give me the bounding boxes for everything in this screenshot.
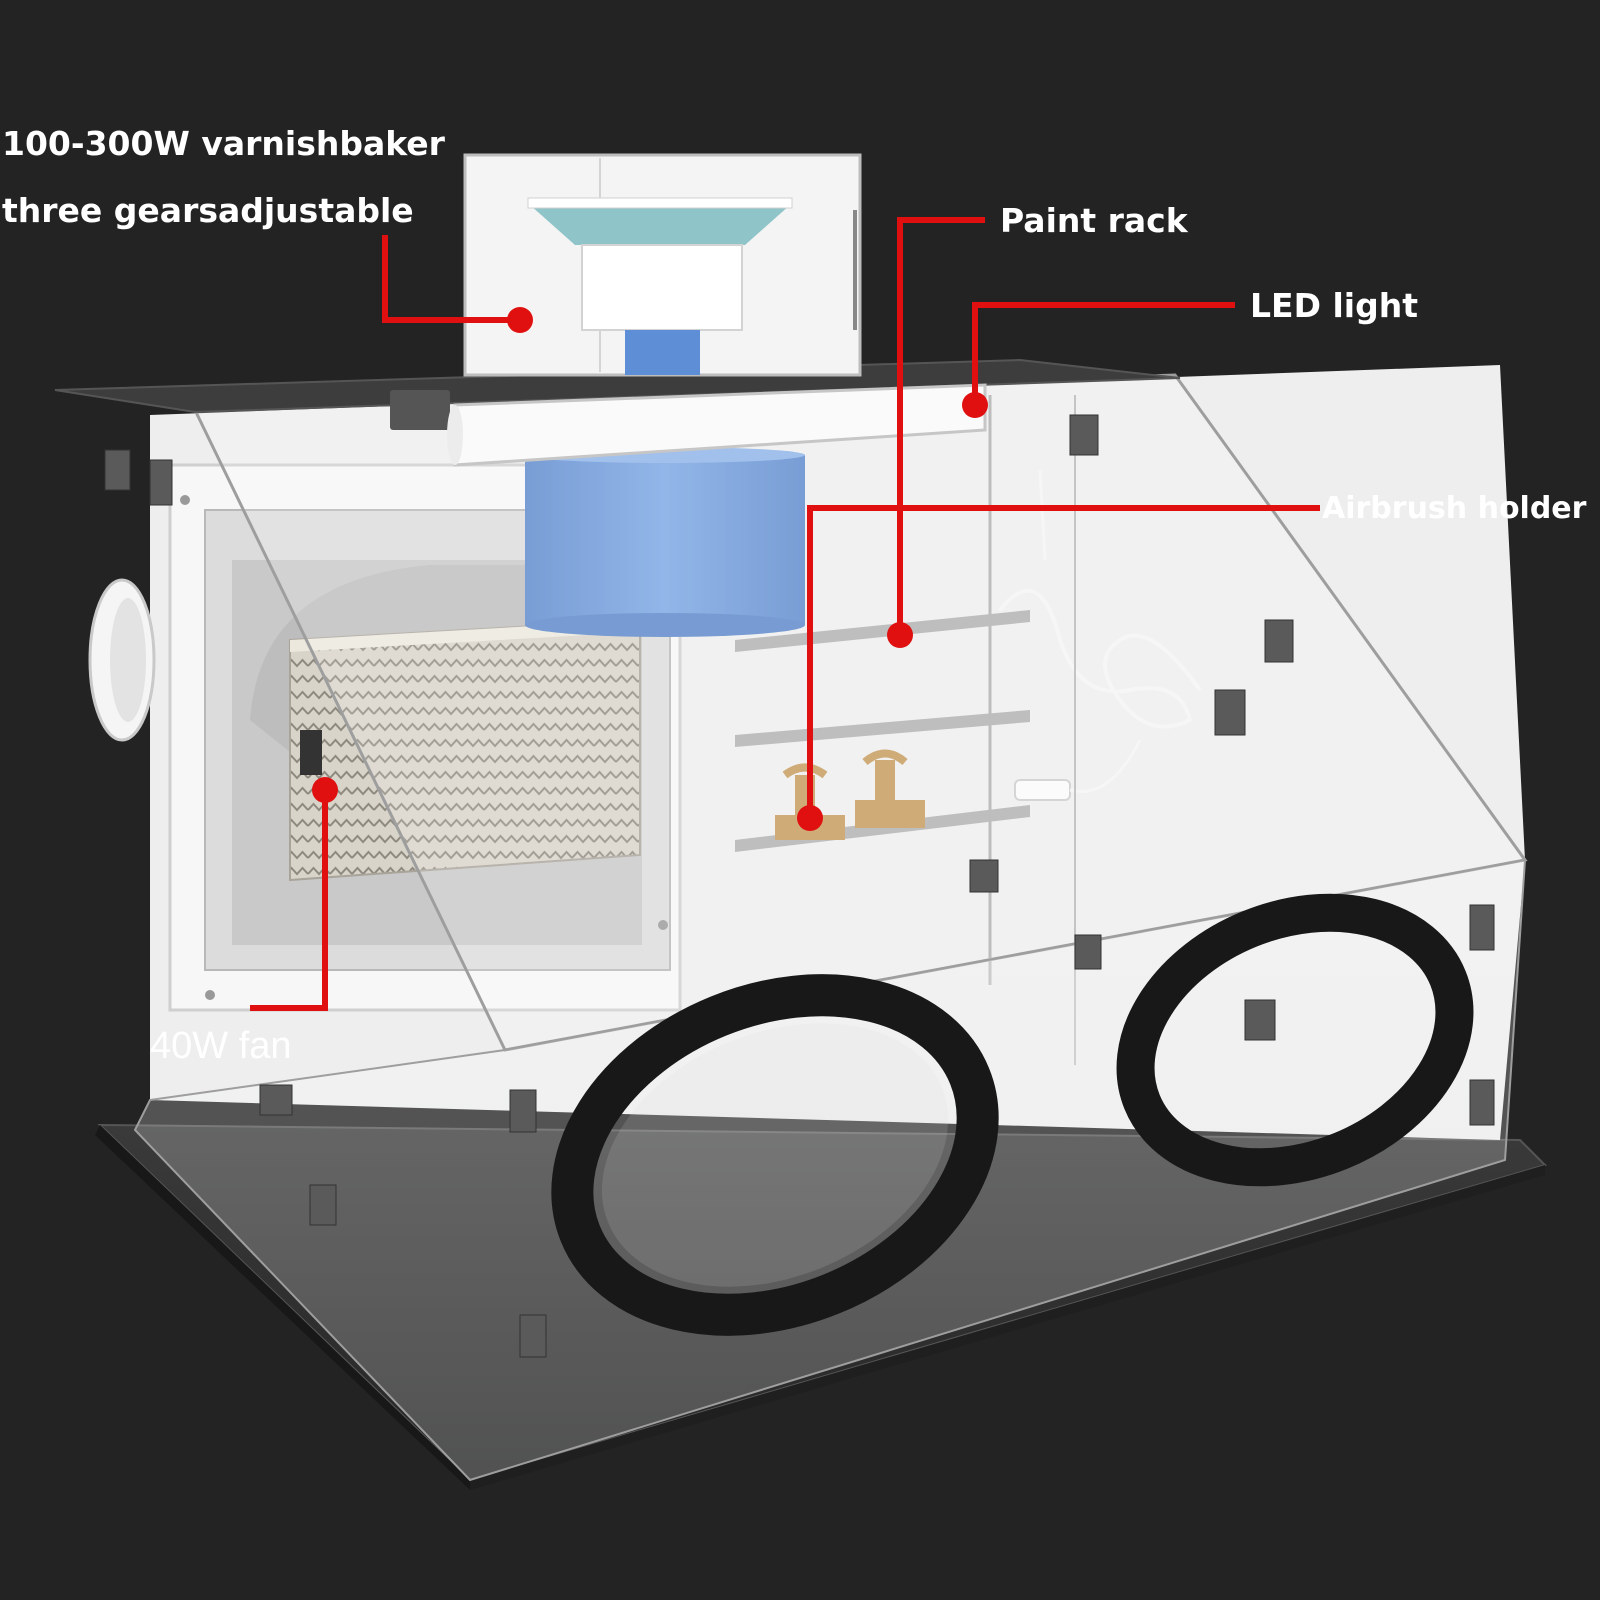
- leader-airbrush-holder: [807, 505, 1320, 815]
- dot-airbrush-holder: [797, 805, 823, 831]
- leader-dots: [312, 307, 988, 831]
- dot-varnish-baker: [507, 307, 533, 333]
- label-airbrush-holder: Airbrush holder: [1322, 491, 1587, 526]
- power-cables: [998, 469, 1202, 801]
- leader-lines: [250, 217, 1320, 1011]
- label-varnish-baker-1: 100-300W varnishbaker: [2, 124, 446, 163]
- leader-fan: [250, 790, 328, 1011]
- varnish-baker: [463, 153, 862, 377]
- exhaust-duct: [525, 447, 805, 637]
- label-paint-rack: Paint rack: [1000, 201, 1189, 240]
- label-fan: 40W fan: [150, 1025, 292, 1067]
- lower-front-panel: [133, 858, 1527, 1482]
- leader-varnish-baker: [382, 235, 520, 323]
- dot-paint-rack: [887, 622, 913, 648]
- label-varnish-baker-2: three gearsadjustable: [2, 191, 414, 230]
- label-led-light: LED light: [1250, 286, 1418, 325]
- right-glove-port: [1116, 893, 1474, 1187]
- dot-fan: [312, 777, 338, 803]
- side-vent: [88, 578, 156, 742]
- left-glove-port: [551, 974, 999, 1336]
- led-light-bar: [447, 383, 987, 467]
- leader-paint-rack: [897, 217, 985, 635]
- dot-led-light: [962, 392, 988, 418]
- leader-led-light: [972, 302, 1235, 405]
- hinges: [104, 414, 1495, 1358]
